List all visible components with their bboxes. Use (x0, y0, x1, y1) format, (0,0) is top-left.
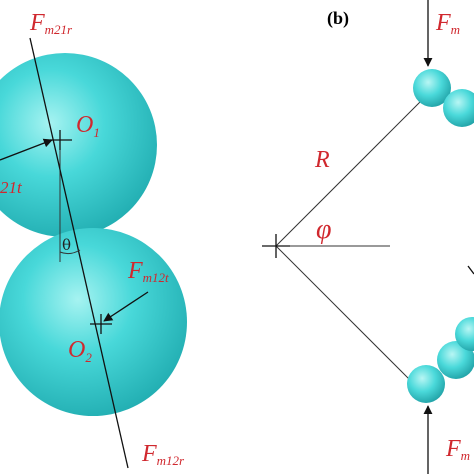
bead-lower-1 (407, 365, 445, 403)
force-top-label: Fm (435, 10, 460, 37)
panel-b: (b) Fm R φ Fm (262, 0, 474, 474)
center-o2-label: O2 (68, 337, 92, 365)
bead-upper-2 (443, 89, 474, 127)
center-axis-line (29, 37, 129, 469)
bead-upper-1 (413, 69, 451, 107)
force-m21r-label: Fm21r (29, 10, 73, 37)
center-o2-marker (90, 314, 112, 334)
phi-label: φ (316, 214, 332, 245)
radius-line-upper (275, 97, 425, 247)
theta-label: θ (62, 236, 71, 254)
radius-line-lower (275, 245, 413, 383)
sphere-top (0, 53, 157, 237)
force-bottom-label: Fm (445, 436, 470, 463)
center-o1-marker (50, 130, 72, 150)
force-m12t-label: Fm12t (127, 258, 169, 285)
right-middle-tick (467, 265, 474, 275)
bead-lower-2 (437, 341, 474, 379)
radius-label: R (314, 147, 330, 173)
bead-lower-3 (455, 317, 474, 351)
force-m12r-label: Fm12r (141, 441, 185, 468)
panel-b-label: (b) (327, 8, 349, 29)
force-m21t-label: 21t (0, 178, 23, 197)
theta-arc (59, 249, 81, 255)
panel-a: θ Fm21r O1 21t Fm12t O2 (0, 10, 187, 469)
sphere-bottom (0, 228, 187, 416)
center-o1-label: O1 (76, 112, 100, 140)
force-m12t-arrow (103, 291, 149, 322)
force-m21t-arrow (0, 138, 53, 161)
